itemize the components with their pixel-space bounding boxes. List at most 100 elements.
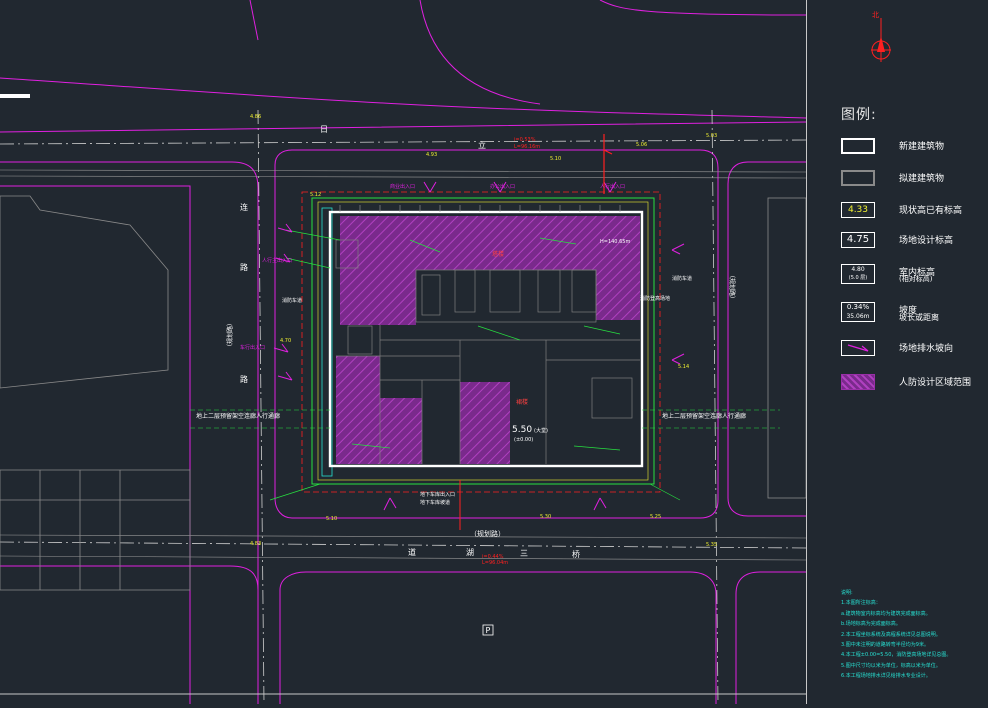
podium-label: 裙楼 xyxy=(516,398,528,406)
fire-lane-green xyxy=(311,197,655,485)
top-road-centerline xyxy=(0,139,807,145)
road-char: 路 xyxy=(240,374,248,384)
elevation-bottom-c: 5.25 xyxy=(650,514,661,520)
design-level: 5.50 xyxy=(512,425,532,435)
pedestrian-note-right: 地上二层预留架空连廊人行通廊 xyxy=(662,412,746,420)
tower-label: 塔楼 xyxy=(492,250,504,258)
arrow xyxy=(277,371,293,381)
hatch-west xyxy=(336,356,380,464)
legend-item-indoor-level: 4.80 (5.0 层) 室内标高 (相对标高) xyxy=(841,264,981,290)
elevation-top-b: 5.12 xyxy=(310,192,321,198)
arrow xyxy=(493,181,507,193)
arrow xyxy=(671,243,685,255)
leader xyxy=(351,443,391,449)
drainage-arrows xyxy=(273,181,685,511)
room-east xyxy=(591,377,633,419)
left-road-centerline xyxy=(257,109,265,705)
leader xyxy=(285,257,331,269)
lift-core-1 xyxy=(454,269,476,313)
legend-sub-label: (相对标高) xyxy=(899,275,933,283)
left-road-name: （规划路） xyxy=(226,320,234,350)
elevation-labels: 4.86 5.03 4.83 5.35 4.93 5.06 5.10 5.12 … xyxy=(250,114,717,548)
road-char: 连 xyxy=(240,202,248,212)
legend-item-new-building: 新建建筑物 xyxy=(841,138,981,160)
elevation-br: 5.35 xyxy=(706,542,717,548)
hatch-center xyxy=(460,382,510,464)
elevation-bottom-b: 5.30 xyxy=(540,514,551,520)
site-yellow-frame xyxy=(317,201,649,481)
legend-item-drainage: 场地排水坡向 xyxy=(841,340,981,362)
site-red-line xyxy=(301,191,661,493)
left-parcel-edge xyxy=(0,185,191,704)
leader xyxy=(573,445,621,451)
leader xyxy=(409,239,441,253)
ramp-note: 地下车库坡道 xyxy=(420,499,450,506)
lift-core-2 xyxy=(489,269,521,313)
arrow xyxy=(671,353,685,365)
legend-item-existing-level: 4.33 现状高已有标高 xyxy=(841,202,981,224)
legend-item-slope: 0.34% 35.06m 坡度 坡长或距离 xyxy=(841,302,981,328)
bottom-left-curb xyxy=(0,565,259,704)
legend-symbol-arrow-icon xyxy=(841,340,875,356)
legend-item-civil-defense: 人防设计区域范围 xyxy=(841,374,981,396)
parking-stalls-top xyxy=(339,205,621,212)
bottom-slope-length: L=96.04m xyxy=(482,560,508,566)
top-slope: i=0.53% xyxy=(514,137,536,143)
arrow xyxy=(277,223,293,233)
legend-symbol-grey-box xyxy=(841,170,875,186)
road-line-c xyxy=(0,534,807,539)
right-road-centerline xyxy=(711,109,719,705)
entrance-shop: 商业出入口 xyxy=(390,183,415,190)
height-note: H=140.65m xyxy=(600,239,630,245)
elevation-right-mid: 5.14 xyxy=(678,364,689,370)
arrow xyxy=(383,497,397,511)
leader xyxy=(583,325,621,335)
entrance-vehicle: 车行出入口 xyxy=(240,344,265,351)
lift-core-4 xyxy=(571,269,597,313)
bottom-mid-curb xyxy=(279,571,717,704)
legend-label: 人防设计区域范围 xyxy=(899,378,972,388)
lift-core-3 xyxy=(537,269,561,313)
right-block-curb xyxy=(727,161,806,517)
notes-line: 1.本图所注标高： xyxy=(841,600,881,607)
road-edges-white xyxy=(0,169,807,561)
notes-title: 说明: xyxy=(841,590,853,596)
road-line-b xyxy=(0,175,807,179)
design-notes: 说明: 1.本图所注标高： a.建筑物室内标高均为建筑完成面标高。 b.场地标高… xyxy=(841,588,981,682)
elevation-bottom-a: 5.10 xyxy=(326,516,337,522)
legend-symbol-slope-box: 0.34% 35.06m xyxy=(841,302,875,322)
notes-line: 4.本工程±0.00=5.50，消防登高场地详见总图。 xyxy=(841,652,952,659)
sheet-tab-marker xyxy=(0,94,30,98)
elevation-bl: 4.83 xyxy=(250,541,261,547)
existing-building-left-a xyxy=(0,195,169,389)
elevation-tl: 4.86 xyxy=(250,114,261,120)
fire-climb-note: 消防登高场地 xyxy=(640,295,670,302)
road-char: 湖 xyxy=(466,548,474,557)
bottom-right-curb xyxy=(735,571,806,704)
road-char: 路 xyxy=(240,262,248,272)
entrance-main-left: 人行主出入口 xyxy=(262,257,292,264)
legend-symbol-white-box: 4.75 xyxy=(841,232,875,248)
legend-symbol-sub: 35.06m xyxy=(846,313,870,320)
site-block-curb xyxy=(274,149,719,519)
road-char: 立 xyxy=(478,140,486,150)
notes-line: b.场地标高为完成面标高。 xyxy=(841,621,901,628)
legend-label: 场地排水坡向 xyxy=(899,344,954,354)
legend-label: 场地设计标高 xyxy=(899,236,954,246)
legend-symbol-hatch-box xyxy=(841,374,875,390)
right-road-name: （规划路） xyxy=(728,272,736,302)
road-char: 日 xyxy=(320,125,328,134)
legend-title: 图例: xyxy=(841,107,877,123)
tower-core xyxy=(415,269,597,323)
legend-symbol-value: 0.34% xyxy=(846,303,870,311)
site-plan-svg[interactable]: 日 立 i=0.53% L=96.16m i=0.44% L=96.04m 连 … xyxy=(0,0,888,705)
fire-lane-right: 消防车道 xyxy=(672,275,692,282)
top-slope-length: L=96.16m xyxy=(514,144,540,150)
legend-item-design-level: 4.75 场地设计标高 xyxy=(841,232,981,254)
legend-label: 现状高已有标高 xyxy=(899,206,963,216)
bottom-slope: i=0.44% xyxy=(482,554,504,560)
road-centerlines xyxy=(0,109,807,705)
legend-symbol-value: 4.80 xyxy=(851,266,865,273)
building-footprint xyxy=(328,210,644,468)
